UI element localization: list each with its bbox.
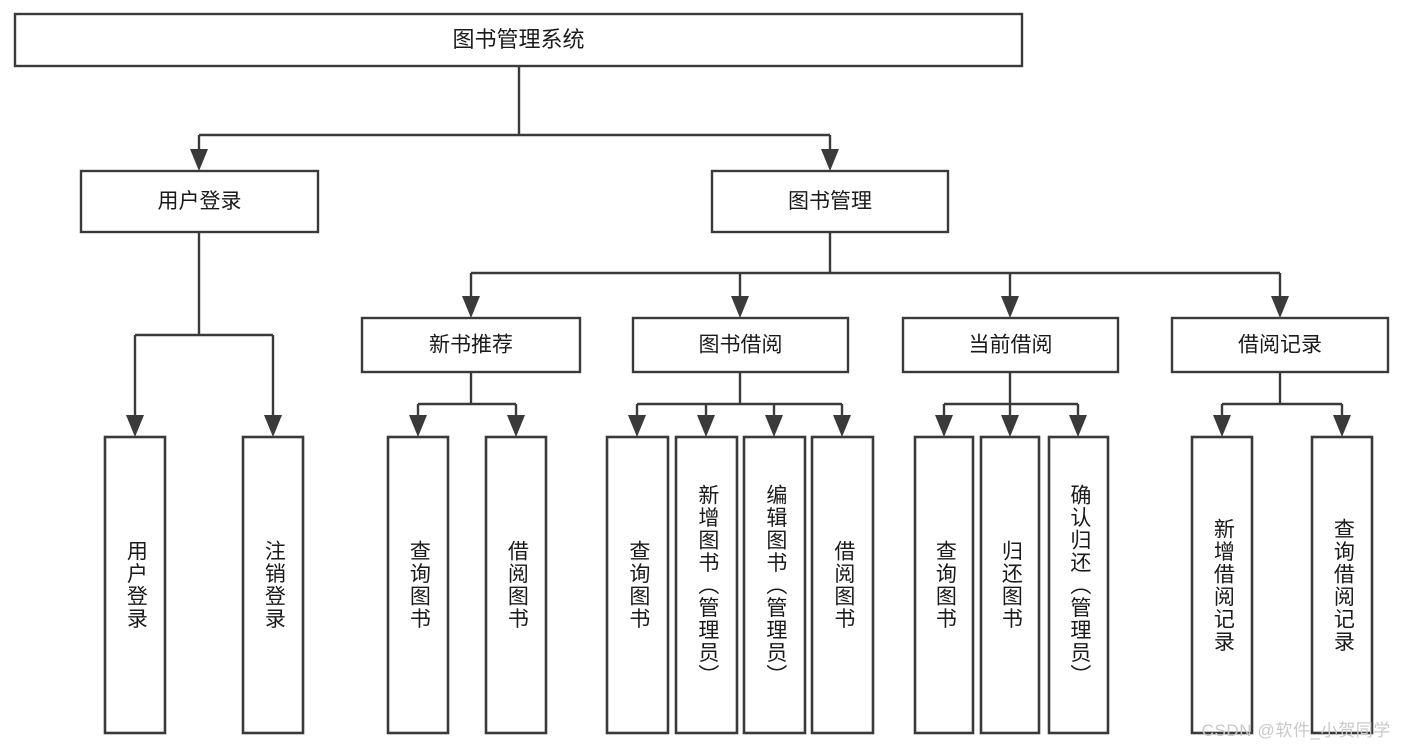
node-box-leaf-confirm-return[interactable]: [1047, 435, 1110, 735]
arrow-head-icon: [1271, 296, 1289, 318]
arrow-head-icon: [765, 415, 783, 437]
arrow-head-icon: [731, 296, 749, 318]
node-box-user-login[interactable]: [79, 169, 320, 234]
node-box-leaf-return-book[interactable]: [979, 435, 1041, 735]
arrow-head-icon: [1001, 296, 1019, 318]
arrow-head-icon: [1069, 415, 1087, 437]
arrow-head-icon: [462, 296, 480, 318]
arrow-head-icon: [409, 415, 427, 437]
node-box-leaf-add-record[interactable]: [1190, 435, 1254, 735]
node-box-root[interactable]: [13, 12, 1024, 68]
node-box-leaf-query-record[interactable]: [1310, 435, 1374, 735]
node-box-book-borrow[interactable]: [631, 316, 850, 374]
node-label-book-manage: 图书管理: [788, 190, 872, 213]
arrow-head-icon: [1001, 415, 1019, 437]
arrow-head-icon: [1213, 415, 1231, 437]
connector-edges-layer: [126, 66, 1351, 437]
arrow-head-icon: [821, 149, 839, 171]
node-box-current-borrow[interactable]: [901, 316, 1120, 374]
node-box-leaf-query-book-rec[interactable]: [386, 435, 450, 735]
arrow-head-icon: [264, 415, 282, 437]
node-label-borrow-record: 借阅记录: [1238, 334, 1322, 357]
node-label-current-borrow: 当前借阅: [969, 334, 1053, 357]
node-label-root: 图书管理系统: [452, 27, 584, 52]
arrow-head-icon: [190, 149, 208, 171]
node-box-leaf-query-book-b[interactable]: [605, 435, 670, 735]
node-boxes-layer: [13, 12, 1390, 735]
node-box-leaf-logout[interactable]: [241, 435, 305, 735]
node-label-new-book-rec: 新书推荐: [429, 334, 513, 357]
arrow-head-icon: [697, 415, 715, 437]
arrow-head-icon: [507, 415, 525, 437]
arrow-head-icon: [935, 415, 953, 437]
node-label-user-login: 用户登录: [158, 190, 242, 213]
arrow-head-icon: [833, 415, 851, 437]
node-box-borrow-record[interactable]: [1170, 316, 1390, 374]
node-box-leaf-add-book[interactable]: [674, 435, 739, 735]
arrow-head-icon: [1333, 415, 1351, 437]
node-box-book-manage[interactable]: [710, 169, 950, 234]
node-box-leaf-edit-book[interactable]: [742, 435, 807, 735]
node-box-new-book-rec[interactable]: [360, 316, 582, 374]
arrow-head-icon: [126, 415, 144, 437]
arrow-head-icon: [628, 415, 646, 437]
node-box-leaf-borrow-book-rec[interactable]: [484, 435, 548, 735]
node-label-book-borrow: 图书借阅: [699, 334, 783, 357]
node-box-leaf-user-login[interactable]: [103, 435, 167, 735]
node-box-leaf-query-book-c[interactable]: [913, 435, 975, 735]
node-box-leaf-borrow-book-b[interactable]: [810, 435, 875, 735]
csdn-watermark: CSDN @软件_小贺同学: [1201, 721, 1391, 740]
